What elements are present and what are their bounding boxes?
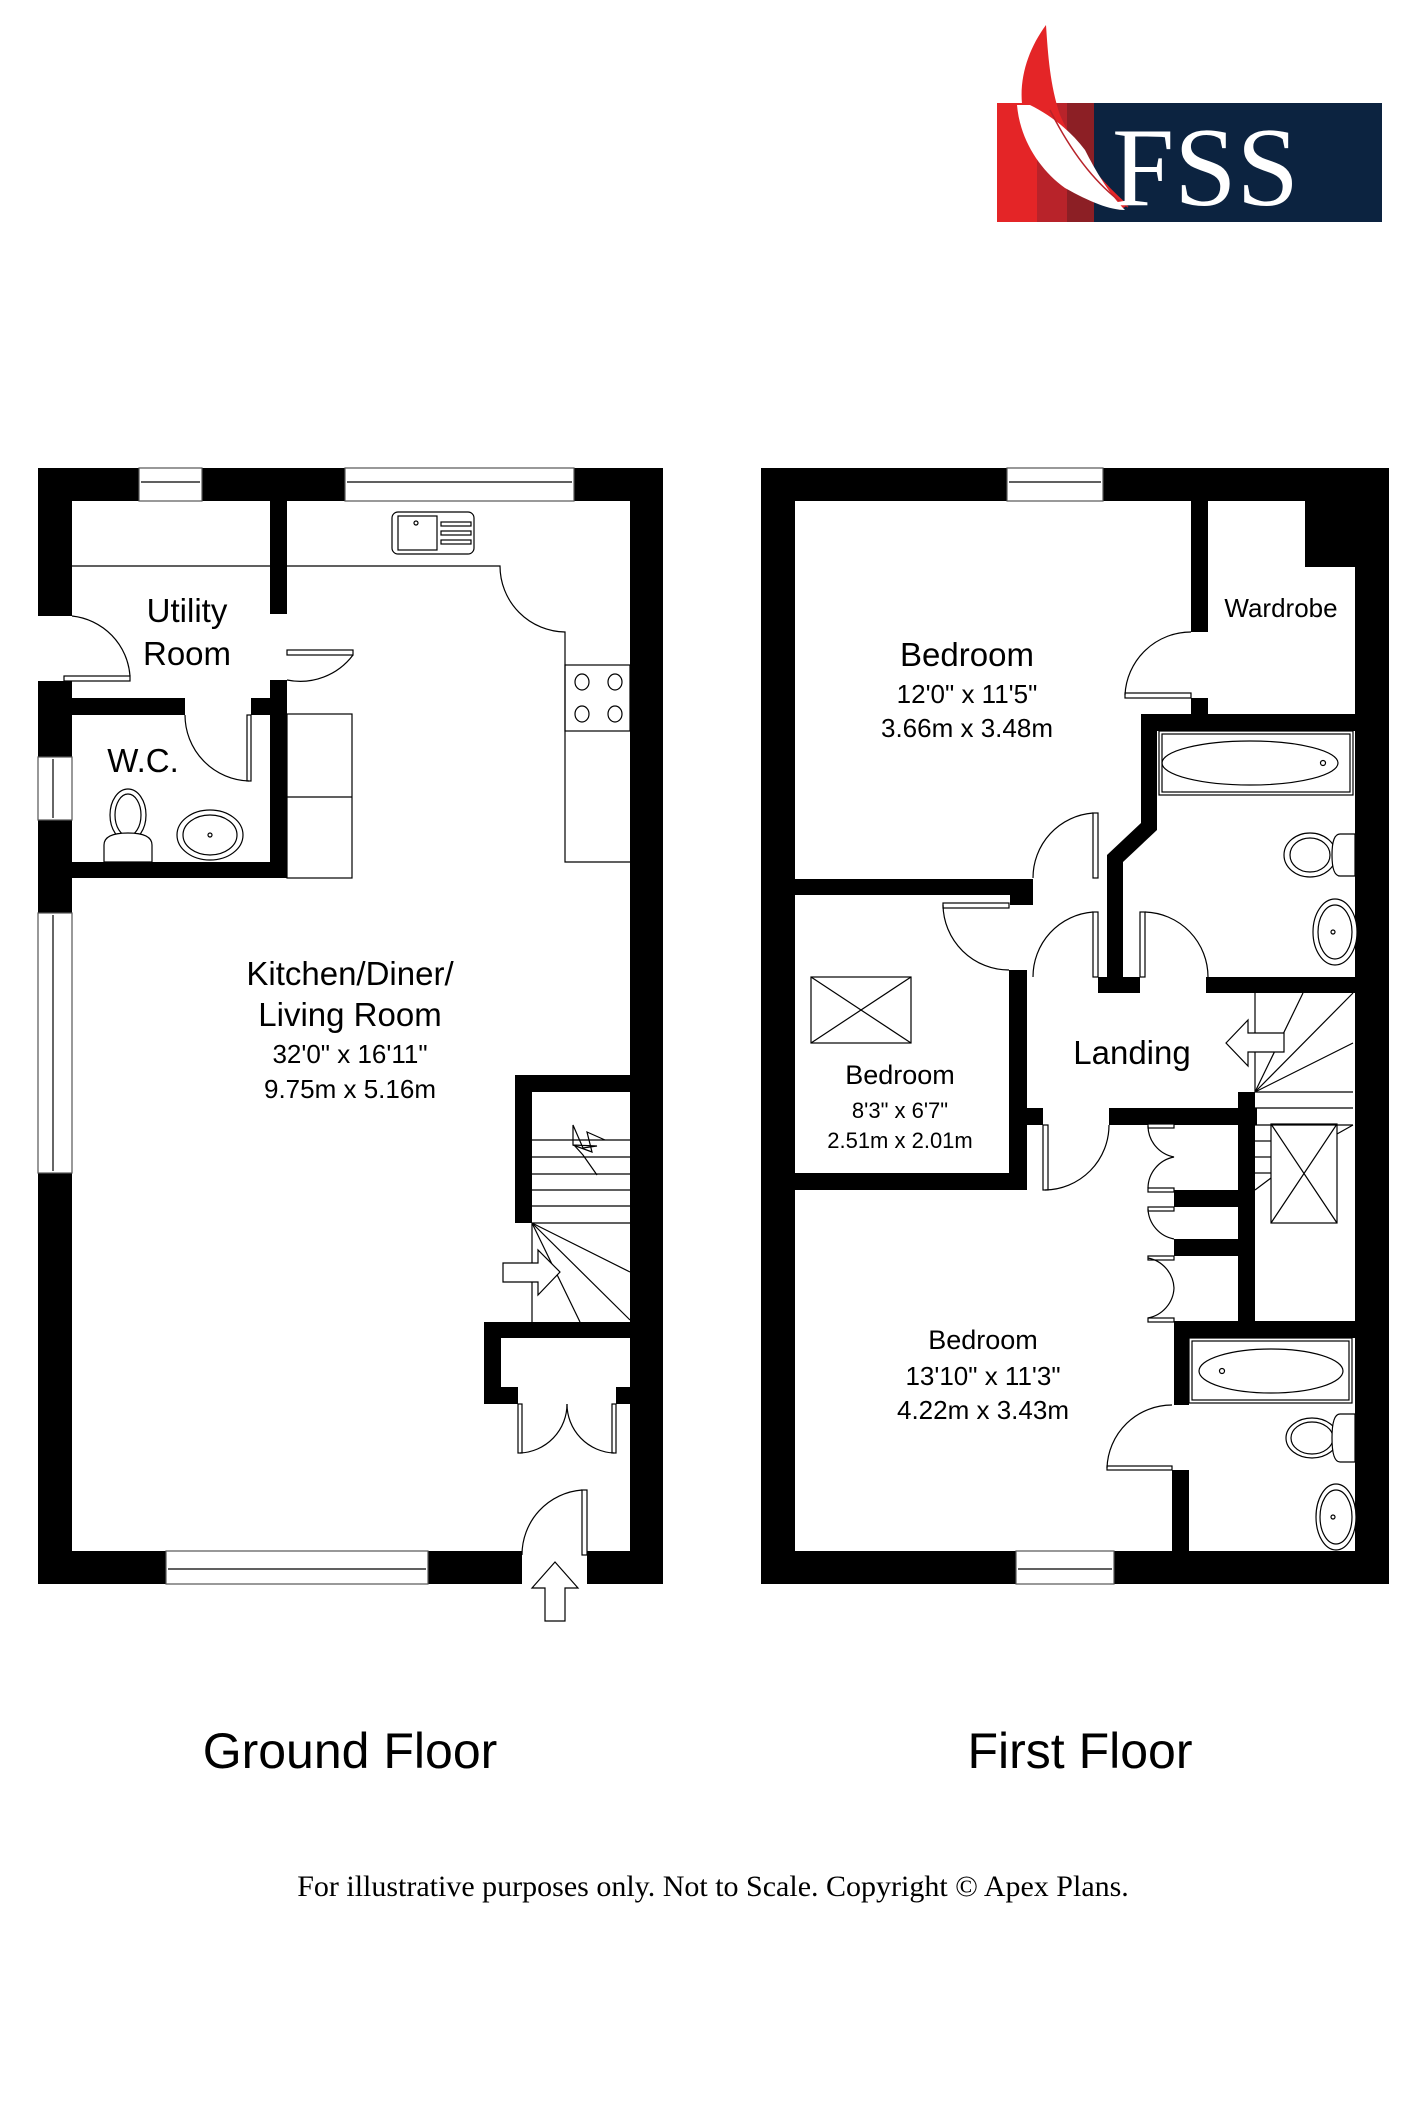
first-floor-plan: Bedroom 12'0" x 11'5" 3.66m x 3.48m Ward… (761, 467, 1389, 1585)
wardrobe-door[interactable] (1124, 631, 1192, 699)
wc-door[interactable] (184, 714, 252, 782)
room-label-kitchen: Kitchen/Diner/ (246, 955, 454, 992)
room-dimension-imperial: 13'10" x 11'3" (905, 1361, 1060, 1391)
bath-icon (1188, 1337, 1353, 1404)
toilet-icon (1285, 1413, 1356, 1463)
room-label-bedroom-1: Bedroom (900, 636, 1034, 673)
bathroom-door[interactable] (1032, 911, 1099, 978)
ground-floor-plan: Utility Room W.C. Kitchen/Diner/ Living … (37, 467, 663, 1622)
room-label-utility-line2: Room (143, 635, 231, 672)
basin-icon (1312, 898, 1358, 966)
logo-text: FSS (1112, 106, 1299, 230)
stair-break-icon (572, 1130, 606, 1153)
arrow-right-icon (502, 1248, 561, 1297)
bathroom-door[interactable] (1106, 1404, 1173, 1471)
room-dimension-imperial: 8'3" x 6'7" (852, 1098, 948, 1123)
toilet-icon (1283, 832, 1356, 878)
room-label-kitchen-line2: Living Room (258, 996, 441, 1033)
hob-icon (564, 664, 631, 732)
cupboard-double-door[interactable] (517, 1403, 617, 1454)
room-dimension-metric: 2.51m x 2.01m (827, 1128, 973, 1153)
kitchen-sink-icon (391, 511, 475, 555)
window (1006, 467, 1104, 502)
room-dimension-metric: 9.75m x 5.16m (264, 1074, 436, 1104)
room-label-wardrobe: Wardrobe (1224, 593, 1337, 623)
cupboard-door[interactable] (1147, 1206, 1175, 1323)
cupboard-door[interactable] (1147, 1123, 1175, 1193)
window (165, 1550, 429, 1585)
utility-exterior-door[interactable] (63, 615, 131, 682)
front-door[interactable] (521, 1489, 588, 1556)
room-label-bedroom-2: Bedroom (845, 1060, 955, 1090)
window (138, 467, 203, 502)
basin-icon (1315, 1483, 1357, 1551)
skylight-icon (810, 976, 912, 1044)
room-label-wc: W.C. (107, 742, 179, 779)
feather-white-icon (1017, 105, 1125, 210)
shower-tray-icon (1270, 1123, 1338, 1224)
basin-icon (176, 809, 244, 861)
room-dimension-imperial: 32'0" x 16'11" (272, 1039, 427, 1069)
feather-icon (1021, 25, 1128, 210)
room-dimension-imperial: 12'0" x 11'5" (897, 679, 1038, 709)
bedroom-door[interactable] (1032, 812, 1099, 879)
bathroom-door[interactable] (1139, 911, 1209, 978)
fss-logo: FSS (997, 25, 1382, 230)
disclaimer-text: For illustrative purposes only. Not to S… (297, 1870, 1129, 1903)
window (37, 756, 73, 821)
room-label-landing: Landing (1073, 1034, 1190, 1071)
toilet-icon (103, 788, 153, 863)
kitchen-unit (286, 713, 353, 879)
utility-kitchen-door[interactable] (286, 649, 354, 682)
window (344, 467, 575, 502)
arrow-up-icon (530, 1561, 580, 1622)
bedroom-door[interactable] (1042, 1124, 1110, 1191)
window (1015, 1550, 1115, 1585)
room-label-bedroom-3: Bedroom (928, 1325, 1038, 1355)
room-label-utility: Utility (147, 592, 228, 629)
window (37, 912, 73, 1174)
bedroom-door[interactable] (942, 902, 1010, 971)
staircase (531, 1124, 631, 1323)
ground-floor-title: Ground Floor (203, 1723, 498, 1779)
room-dimension-metric: 3.66m x 3.48m (881, 713, 1053, 743)
arrow-left-icon (1225, 1018, 1285, 1068)
staircase (1254, 992, 1354, 1191)
first-floor-title: First Floor (968, 1723, 1193, 1779)
bath-icon (1158, 730, 1354, 796)
logo-navy-panel (1094, 103, 1382, 222)
room-dimension-metric: 4.22m x 3.43m (897, 1395, 1069, 1425)
